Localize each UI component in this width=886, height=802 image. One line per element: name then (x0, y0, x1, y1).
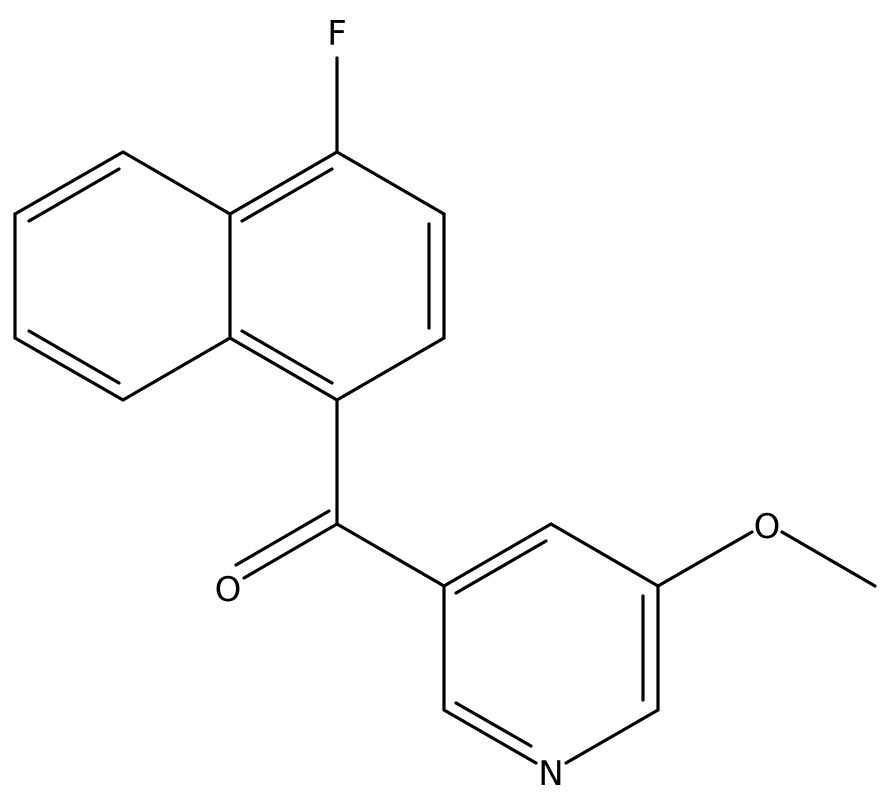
bond-ring-b-2 (13, 150, 125, 216)
bond-ring-b-1 (121, 150, 232, 216)
bond-pyr-1-inner (454, 539, 548, 595)
pyridine-nitrogen-label: N (538, 754, 563, 794)
fluorine-label: F (327, 14, 347, 54)
bond-o-methyl (780, 530, 877, 588)
bond-ring-a-4-inner (240, 329, 334, 385)
bond-pyr-2 (549, 522, 660, 588)
atom-labels: F O N O (215, 14, 781, 794)
bonds (13, 56, 877, 765)
bond-pyr-1 (442, 522, 553, 588)
methoxy-oxygen-label: O (754, 507, 781, 547)
bond-carbonyl-c-o-second (234, 509, 331, 567)
bond-pyr-5 (442, 708, 538, 765)
bond-carbonyl-c-o (242, 522, 339, 580)
bond-ring-b-4 (13, 336, 125, 402)
bond-ring-b-4-inner (27, 329, 121, 385)
bond-aryl-o (656, 530, 754, 588)
bond-ring-b-5 (121, 336, 232, 402)
bond-carbonyl-pyridyl (335, 522, 446, 588)
bond-ring-b-2-inner (27, 167, 121, 223)
carbonyl-oxygen-label: O (215, 570, 242, 610)
bond-ring-a-5 (228, 150, 339, 216)
bond-pyr-4 (564, 708, 660, 765)
bond-ring-a-3 (335, 336, 446, 402)
bond-pyr-5-inner (454, 701, 533, 748)
bond-ring-a-5-inner (240, 167, 334, 223)
bond-ring-a-4 (228, 336, 339, 402)
bond-ring-a-1 (335, 150, 446, 216)
